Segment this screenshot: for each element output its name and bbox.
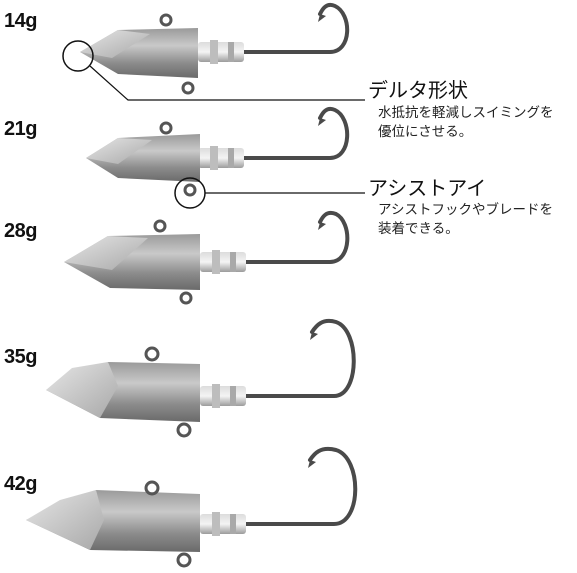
jig-28g <box>64 211 350 305</box>
delta-callout-desc-1: 水抵抗を軽減しスイミングを <box>378 105 554 121</box>
jig-35g <box>46 319 356 438</box>
hook-21g <box>238 107 350 160</box>
weight-label-21g: 21g <box>4 118 37 140</box>
delta-callout-line <box>89 65 365 101</box>
jig-42g <box>26 447 358 568</box>
weight-label-28g: 28g <box>4 220 37 242</box>
hook-14g <box>238 3 350 54</box>
hook-42g <box>242 447 358 526</box>
jig-14g <box>80 3 350 95</box>
weight-label-42g: 42g <box>4 473 37 495</box>
assist-callout-desc-1: アシストフックやブレードを <box>378 202 553 218</box>
delta-callout-circle <box>62 40 94 72</box>
assist-callout-circle <box>174 177 206 209</box>
jig-21g <box>86 107 350 197</box>
delta-callout-desc-2: 優位にさせる。 <box>378 124 473 140</box>
weight-label-35g: 35g <box>4 346 37 368</box>
delta-callout-title: デルタ形状 <box>368 78 468 102</box>
assist-callout-desc-2: 装着できる。 <box>378 221 459 237</box>
assist-callout-title: アシストアイ <box>368 176 487 200</box>
hook-28g <box>242 211 350 264</box>
hook-35g <box>242 319 356 398</box>
weight-label-14g: 14g <box>4 10 37 32</box>
